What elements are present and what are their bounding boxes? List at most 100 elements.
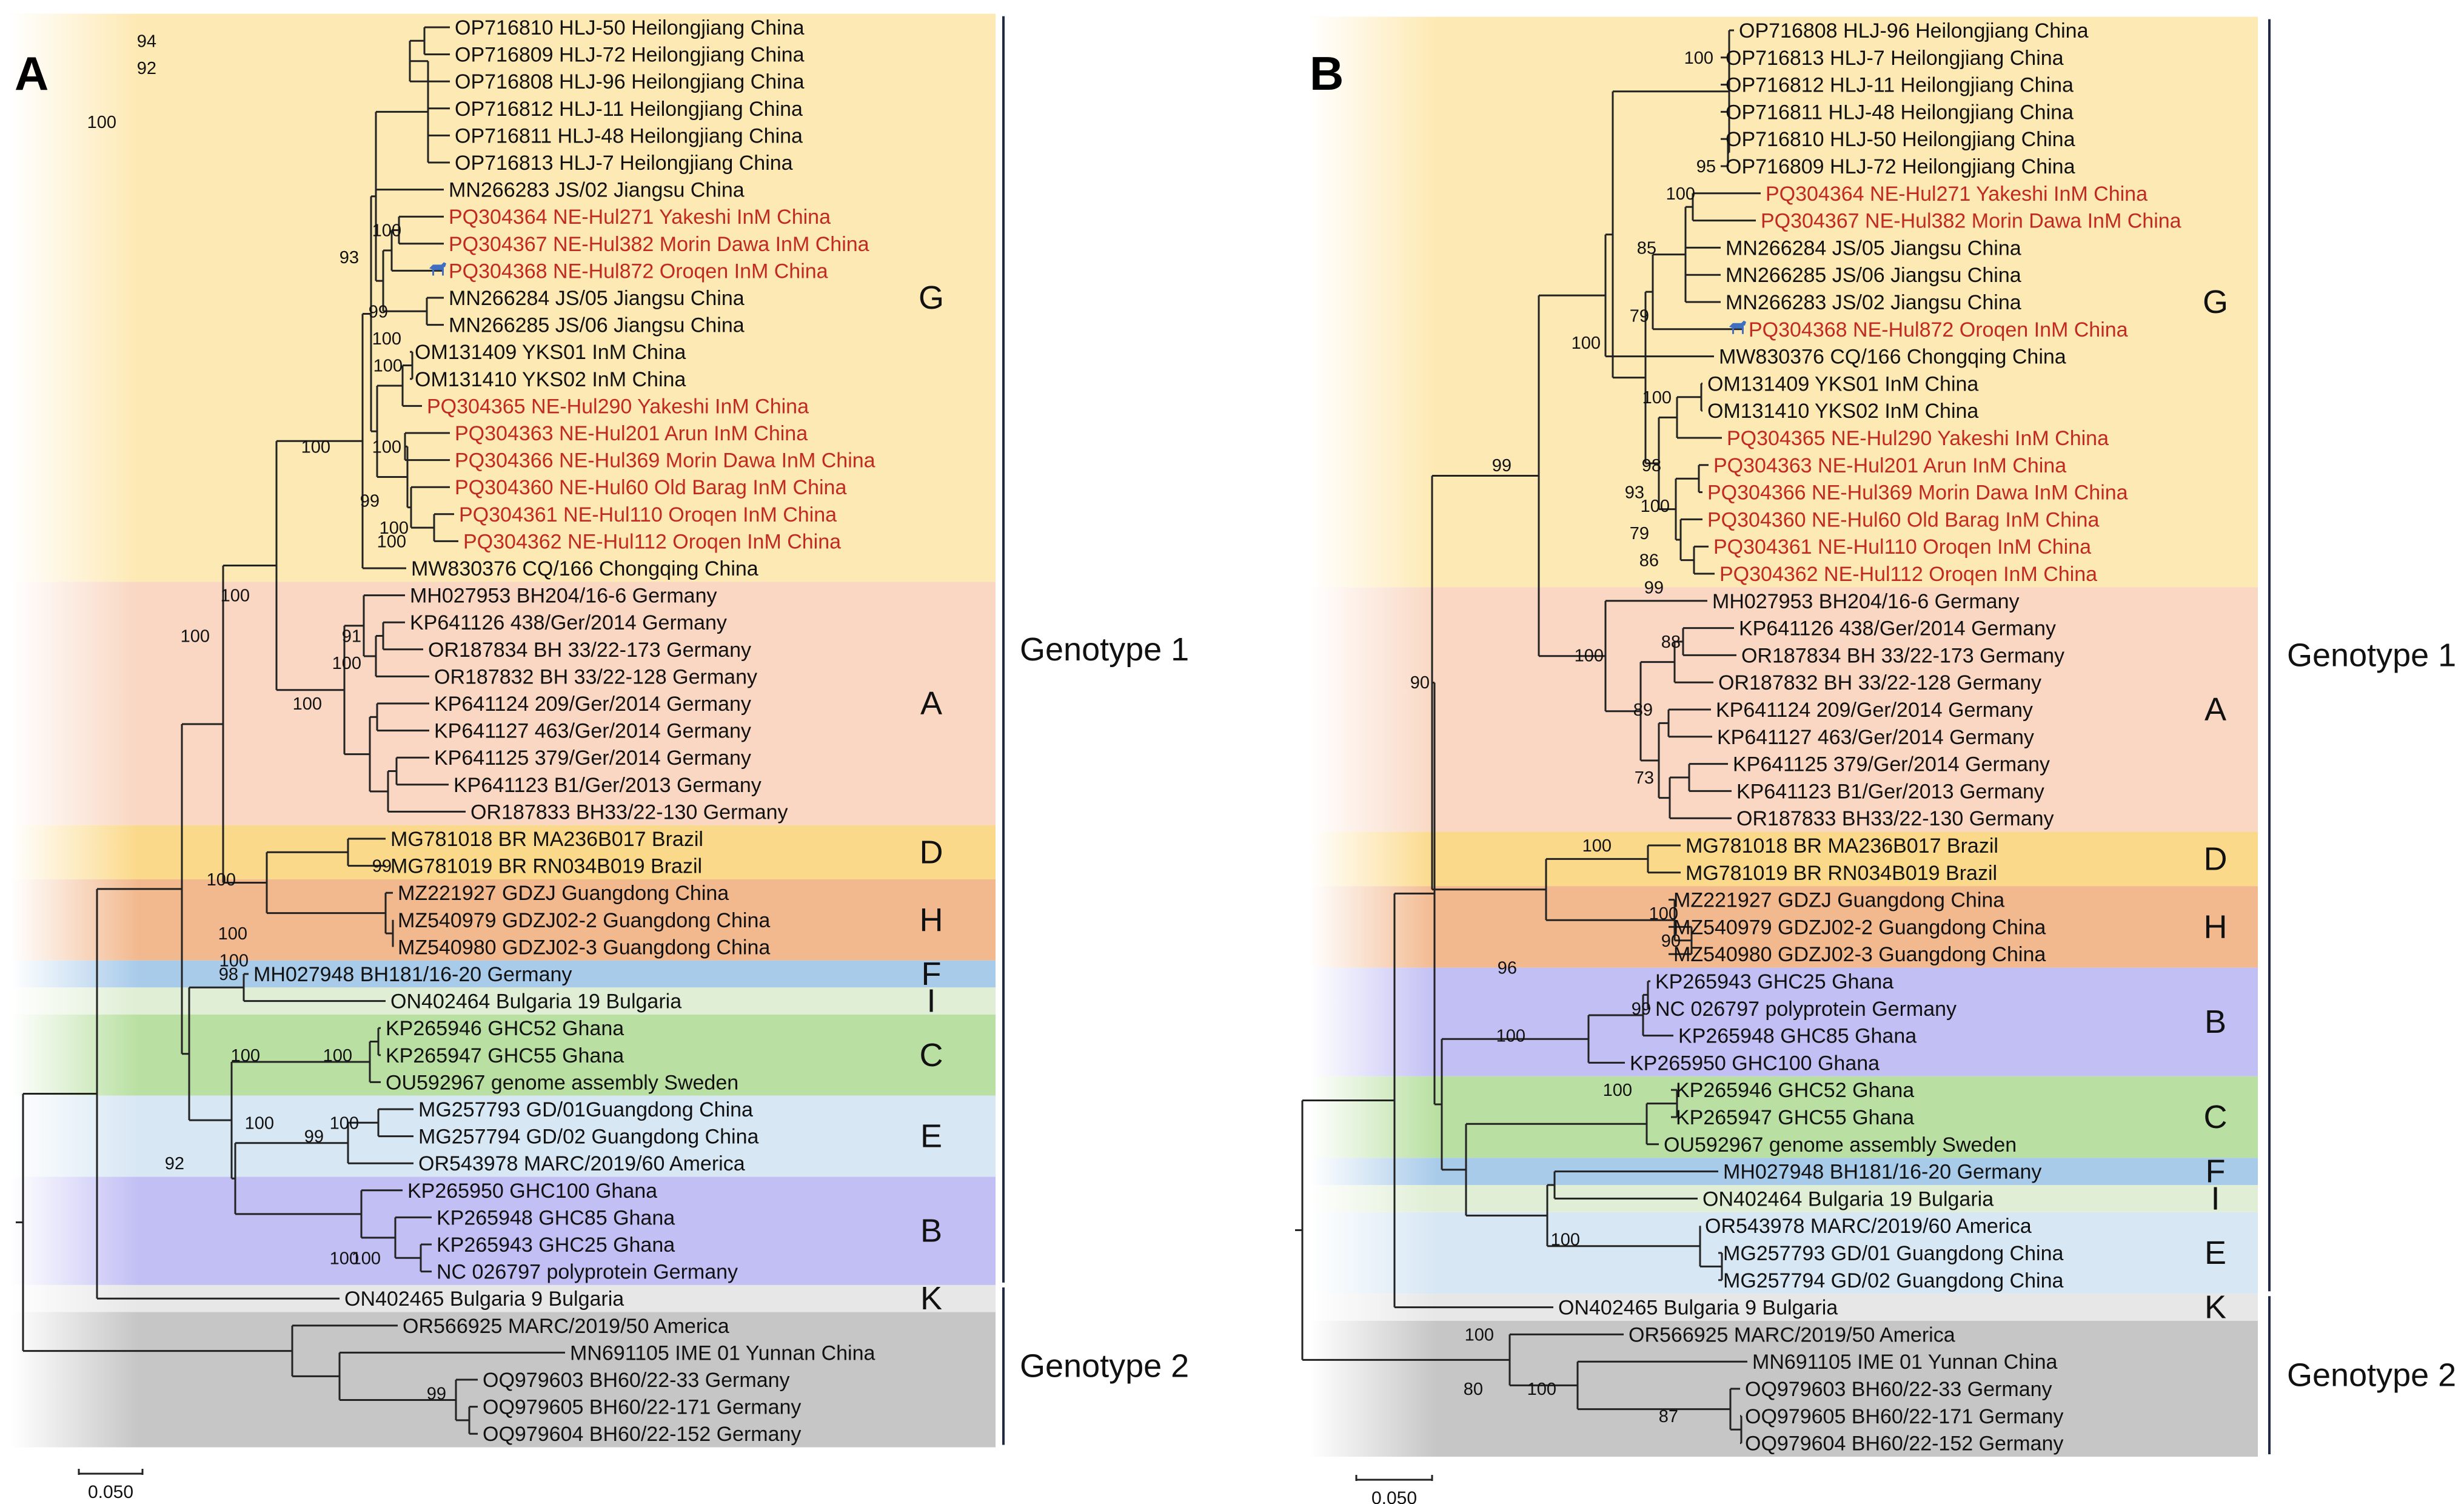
bootstrap-value: 86 [1639,551,1659,571]
genotype-label: Genotype 1 [2287,637,2456,673]
taxon-label: OQ979605 BH60/22-171 Germany [483,1396,801,1419]
panel-label: B [1310,47,1344,100]
bootstrap-value: 91 [342,627,361,646]
bootstrap-value: 100 [332,654,361,673]
taxon-label: KP641125 379/Ger/2014 Germany [1733,753,2050,776]
tree-branches [16,26,565,1435]
taxon-label: OU592967 genome assembly Sweden [386,1071,738,1094]
taxon-label: MW830376 CQ/166 Chongqing China [1719,346,2066,369]
taxon-label: OR566925 MARC/2019/50 America [403,1315,729,1338]
bootstrap-value: 73 [1635,768,1654,788]
scale-bar [78,1469,144,1475]
bootstrap-value: 100 [221,586,250,606]
goat-icon-shape [1729,320,1746,334]
taxon-label: KP641124 209/Ger/2014 Germany [1716,699,2033,722]
bootstrap-value: 100 [1496,1027,1525,1046]
bootstrap-value: 100 [218,924,247,944]
taxon-label: KP641123 B1/Ger/2013 Germany [454,774,762,797]
clade-label-h: H [2204,908,2228,945]
bootstrap-value: 80 [1464,1380,1483,1399]
taxon-label: KP641127 463/Ger/2014 Germany [434,720,751,743]
taxon-label: OQ979603 BH60/22-33 Germany [483,1369,790,1392]
taxon-label: OQ979604 BH60/22-152 Germany [483,1423,801,1446]
taxon-label: ON402464 Bulgaria 19 Bulgaria [390,990,681,1013]
bootstrap-value: 100 [1465,1325,1494,1345]
bootstrap-value: 99 [369,302,388,321]
bootstrap-value: 87 [1659,1407,1678,1426]
clade-label-e: E [920,1118,942,1155]
bootstrap-value: 90 [1410,673,1430,693]
bootstrap-value: 79 [1630,306,1649,326]
bootstrap-value: 99 [1644,578,1664,597]
goat-icon [429,262,446,276]
taxon-label: KP641127 463/Ger/2014 Germany [1717,726,2034,749]
taxon-label: OP716809 HLJ-72 Heilongjiang China [1726,155,2075,178]
taxon-label: OP716809 HLJ-72 Heilongjiang China [455,44,805,67]
bootstrap-value: 100 [1603,1081,1632,1100]
bootstrap-value: 100 [1575,646,1604,665]
bootstrap-value: 100 [1642,388,1672,408]
bootstrap-value: 100 [1551,1230,1580,1250]
taxon-label: KP641126 438/Ger/2014 Germany [1739,617,2056,640]
taxon-label: MN691105 IME 01 Yunnan China [1752,1351,2058,1374]
bootstrap-value: 99 [304,1127,324,1147]
taxon-label: MG781018 BR MA236B017 Brazil [390,828,703,851]
taxon-label: KP265946 GHC52 Ghana [386,1017,624,1040]
tree-panel-b: OP716808 HLJ-96 Heilongjiang ChinaOP7168… [1295,16,2456,1504]
taxon-label: MZ221927 GDZJ Guangdong China [398,882,729,905]
taxon-labels: OP716810 HLJ-50 Heilongjiang ChinaOP7168… [253,16,875,1446]
clade-bands [11,13,996,1448]
taxon-label: MH027953 BH204/16-6 Germany [410,585,717,608]
scale-bar [1355,1475,1433,1481]
taxon-label: OP716808 HLJ-96 Heilongjiang China [1739,19,2089,42]
clade-label-i: I [2211,1180,2220,1217]
taxon-label: OR187832 BH 33/22-128 Germany [1718,671,2041,694]
taxon-label: KP265950 GHC100 Ghana [1630,1052,1880,1075]
taxon-label: KP265946 GHC52 Ghana [1676,1079,1914,1102]
genotype-label: Genotype 2 [1020,1348,1189,1385]
bootstrap-value: 94 [137,32,156,51]
taxon-label: OM131409 YKS01 InM China [1707,372,1978,395]
taxon-label: MW830376 CQ/166 Chongqing China [411,557,758,580]
taxon-label: OR543978 MARC/2019/60 America [1705,1215,2032,1238]
taxon-label: OP716813 HLJ-7 Heilongjiang China [455,152,793,175]
taxon-label: OR566925 MARC/2019/50 America [1629,1323,1955,1346]
bootstrap-value: 93 [340,248,359,267]
taxon-label: PQ304368 NE-Hul872 Oroqen InM China [449,260,828,283]
taxon-label: OR543978 MARC/2019/60 America [418,1152,745,1175]
taxon-label: PQ304367 NE-Hul382 Morin Dawa InM China [449,233,869,256]
taxon-label: OR187834 BH 33/22-173 Germany [1741,644,2064,667]
taxon-label: KP641126 438/Ger/2014 Germany [410,611,727,634]
taxon-label: OM131410 YKS02 InM China [415,368,686,391]
taxon-label: PQ304360 NE-Hul60 Old Barag InM China [455,476,846,499]
taxon-label: KP641125 379/Ger/2014 Germany [434,747,751,770]
bootstrap-values: 1009510085791001009893100798699998810089… [1410,49,1716,1426]
bootstrap-value: 93 [1625,483,1644,503]
bootstrap-value: 100 [87,113,116,132]
bootstrap-value: 100 [207,870,236,890]
clade-label-g: G [919,280,944,316]
taxon-label: MN691105 IME 01 Yunnan China [570,1341,875,1365]
taxon-label: OP716808 HLJ-96 Heilongjiang China [455,70,805,93]
taxon-label: PQ304366 NE-Hul369 Morin Dawa InM China [1707,482,2128,505]
bootstrap-value: 100 [377,532,406,551]
clade-label-e: E [2205,1235,2226,1271]
taxon-label: MG781019 BR RN034B019 Brazil [1686,862,1997,885]
taxon-label: OQ979605 BH60/22-171 Germany [1745,1405,2063,1428]
taxon-label: OP716810 HLJ-50 Heilongjiang China [455,16,805,39]
bootstrap-value: 99 [360,492,380,511]
clade-label-d: D [2204,841,2228,877]
bootstrap-value: 100 [245,1113,274,1133]
bootstrap-value: 98 [219,965,238,984]
goat-icon [1729,320,1746,334]
taxon-label: PQ304364 NE-Hul271 Yakeshi InM China [449,206,831,229]
bootstrap-value: 100 [372,221,401,241]
taxon-label: OP716812 HLJ-11 Heilongjiang China [1726,74,2074,97]
bootstrap-value: 89 [1633,700,1653,720]
taxon-label: OU592967 genome assembly Sweden [1664,1133,2017,1157]
bootstrap-value: 92 [137,59,156,78]
taxon-label: MN266283 JS/02 Jiangsu China [449,179,745,202]
bootstrap-value: 100 [380,519,409,538]
taxon-label: PQ304363 NE-Hul201 Arun InM China [1713,454,2066,477]
taxon-label: MG781018 BR MA236B017 Brazil [1686,834,1998,858]
